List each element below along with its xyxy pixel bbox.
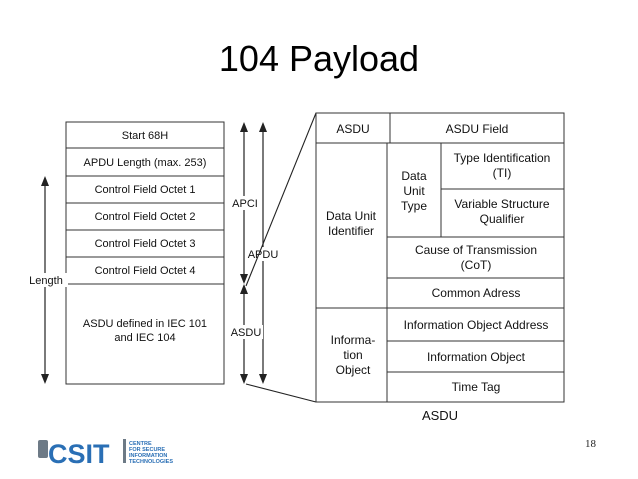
stack-label-cf2: Control Field Octet 2 bbox=[95, 211, 196, 223]
apdu-stack bbox=[65, 121, 225, 385]
vsq-line2: Qualifier bbox=[480, 212, 525, 226]
asdu-label: ASDU bbox=[231, 327, 262, 339]
io-left-line1: Informa- bbox=[331, 333, 376, 347]
stack-asdu-line2: and IEC 104 bbox=[114, 332, 175, 344]
logo-line1: CENTRE bbox=[129, 441, 152, 447]
stack-label-length: APDU Length (max. 253) bbox=[84, 157, 207, 169]
zoom-lines bbox=[245, 112, 317, 403]
io-left-line3: Object bbox=[336, 363, 371, 377]
table-header-asdu: ASDU bbox=[336, 122, 369, 136]
ti-line2: (TI) bbox=[493, 166, 512, 180]
dut-line3: Type bbox=[401, 199, 427, 213]
dui-line1: Data Unit bbox=[326, 209, 377, 223]
stack-row-length bbox=[65, 147, 225, 177]
time-tag-cell: Time Tag bbox=[452, 380, 501, 394]
length-label: Length bbox=[29, 275, 63, 287]
cot-line2: (CoT) bbox=[461, 258, 492, 272]
stack-row-start bbox=[65, 121, 225, 149]
ioa-cell: Information Object Address bbox=[404, 318, 549, 332]
io-left-line2: tion bbox=[343, 348, 362, 362]
apci-label: APCI bbox=[232, 198, 258, 210]
csit-logo: CSIT CENTRE FOR SECURE INFORMATION TECHN… bbox=[38, 439, 173, 469]
io-cell: Information Object bbox=[427, 350, 526, 364]
vsq-line1: Variable Structure bbox=[454, 197, 549, 211]
stack-label-cf4: Control Field Octet 4 bbox=[95, 265, 196, 277]
stack-label-cf1: Control Field Octet 1 bbox=[95, 184, 196, 196]
dut-line2: Unit bbox=[403, 184, 425, 198]
stack-row-cf1 bbox=[65, 175, 225, 204]
stack-asdu-box bbox=[65, 283, 225, 385]
figure-caption: ASDU bbox=[421, 408, 459, 423]
table-header-field: ASDU Field bbox=[446, 122, 509, 136]
cot-line1: Cause of Transmission bbox=[415, 243, 537, 257]
dui-line2: Identifier bbox=[328, 224, 374, 238]
logo-line4: TECHNOLOGIES bbox=[129, 459, 173, 465]
dut-line1: Data bbox=[401, 169, 427, 183]
slide-title: 104 Payload bbox=[218, 38, 420, 79]
apdu-label: APDU bbox=[248, 249, 279, 261]
logo-mark: CSIT bbox=[48, 439, 110, 469]
logo-line3: INFORMATION bbox=[129, 453, 167, 459]
page-number: 18 bbox=[585, 438, 596, 450]
common-address: Common Adress bbox=[432, 286, 521, 300]
stack-label-start: Start 68H bbox=[122, 130, 169, 142]
logo-line2: FOR SECURE bbox=[129, 447, 165, 453]
stack-label-cf3: Control Field Octet 3 bbox=[95, 238, 196, 250]
ti-line1: Type Identification bbox=[454, 151, 551, 165]
asdu-table bbox=[315, 112, 565, 403]
stack-asdu-line1: ASDU defined in IEC 101 bbox=[83, 318, 207, 330]
